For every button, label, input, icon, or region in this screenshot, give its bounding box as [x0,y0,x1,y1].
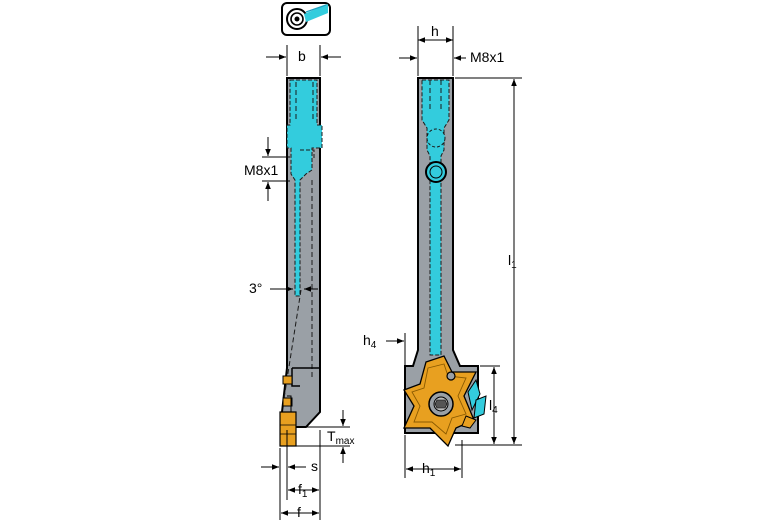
side-view-dimensions [261,45,350,520]
dim-h4-sub: 4 [371,340,377,351]
dim-b-label: b [298,48,306,64]
front-view-dimensions [386,26,522,478]
dim-f1-label: f1 [298,481,308,500]
dim-tmax-letter: T [327,428,336,444]
dim-m8x1-left-label: M8x1 [244,162,278,178]
dim-h4-letter: h [363,332,371,348]
front-view [402,77,487,448]
dim-s-label: s [311,458,318,474]
dim-h1-sub: 1 [430,468,436,479]
dim-l1-label: l1 [508,252,517,271]
dim-h-label: h [431,23,439,39]
dim-l4-sub: 4 [492,405,498,416]
dim-angle-label: 3° [249,280,262,296]
coolant-icon [281,2,331,36]
dim-f1-sub: 1 [302,489,308,500]
dim-tmax-label: Tmax [327,428,354,447]
dim-h4-label: h4 [363,332,377,351]
dim-m8x1-right-label: M8x1 [470,49,504,65]
dim-l1-sub: 1 [511,260,517,271]
dim-h1-label: h1 [422,460,436,479]
dim-tmax-sub: max [336,436,355,447]
dim-l4-letter: l [489,397,492,413]
dim-f1-letter: f [298,481,302,497]
dim-l4-label: l4 [489,397,498,416]
dim-h1-letter: h [422,460,430,476]
side-view [279,77,323,447]
dim-f-label: f [297,504,301,520]
dim-l1-letter: l [508,252,511,268]
